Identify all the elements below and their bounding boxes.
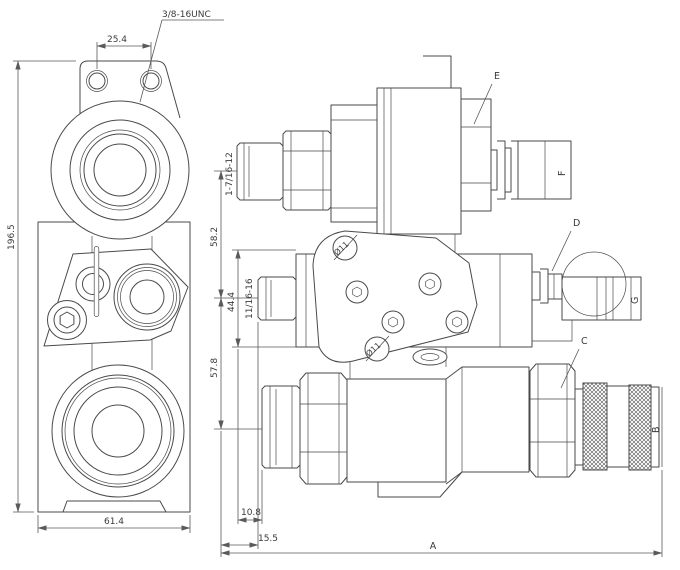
dust-ring: [561, 251, 627, 317]
lug-hole-left: [88, 72, 106, 90]
knurl-band-1: [582, 382, 608, 471]
plate-outline: [312, 230, 478, 363]
coupler-end-cap: [650, 386, 660, 468]
top-port-plug: [236, 142, 284, 201]
bottom-port-plug: [261, 385, 301, 469]
back-block: [445, 366, 530, 485]
dim-top-span: 58.2: [210, 227, 220, 247]
hex-socket: [59, 311, 75, 329]
fitting-d: [532, 268, 563, 304]
thread-lug-callout: 3/8-16UNC: [162, 10, 211, 20]
hex-socket-port: [47, 300, 87, 340]
lug-hole-right-thread: [140, 70, 162, 92]
callout-overall-a: A: [430, 541, 437, 552]
coupler-sleeve: [606, 385, 630, 468]
top-coupler: [236, 55, 572, 254]
bottom-valve-body: [346, 378, 447, 483]
boss-outer: [50, 100, 190, 240]
top-cap: [423, 55, 452, 89]
hex-e: [460, 98, 492, 212]
dim-offset-large: 15.5: [258, 534, 278, 544]
callout-f: F: [557, 171, 568, 176]
nipple-f: [491, 140, 572, 200]
spring-pin: [93, 246, 100, 317]
screw: [345, 280, 369, 304]
knurl-band-2: [628, 384, 652, 471]
bottom-hex-nut: [299, 372, 348, 485]
dim-bottom-span: 57.8: [210, 358, 220, 378]
lug-plate: [79, 60, 181, 119]
top-valve-block: [376, 87, 462, 235]
screw: [445, 310, 469, 334]
dim-lug-holes: 25.4: [107, 35, 127, 45]
big-port-outer: [113, 263, 181, 331]
lug-hole-right: [142, 72, 160, 90]
thread-mid-port: 11/16-16: [245, 278, 255, 319]
dim-height: 196.5: [7, 224, 17, 250]
bottom-port-outer: [51, 364, 185, 498]
hex-c: [529, 363, 576, 478]
left-view: [37, 60, 191, 513]
bottom-coupler: [261, 347, 663, 498]
screw: [381, 310, 405, 334]
manifold-plate: [312, 230, 478, 366]
callout-g: G: [630, 297, 641, 304]
top-adapter: [330, 104, 378, 223]
callout-c: C: [581, 336, 588, 347]
callout-d: D: [573, 218, 580, 229]
lug-hole-left-thread: [86, 70, 108, 92]
thread-top-port: 1-7/16-12: [225, 152, 235, 196]
callout-e: E: [494, 71, 500, 82]
coupler-g: [561, 276, 642, 321]
plate-ring: [75, 266, 111, 302]
top-hex-nut: [282, 130, 332, 211]
callout-b: B: [651, 426, 662, 433]
boss-bore: [93, 143, 147, 197]
dim-mid-span: 44.4: [227, 292, 237, 312]
plate-slot: [412, 348, 448, 366]
bottom-bore: [91, 404, 145, 458]
mid-port-plug: [257, 276, 297, 321]
screw: [418, 272, 442, 296]
dim-offset-small: 10.8: [241, 508, 261, 518]
dim-width: 61.4: [104, 517, 124, 527]
